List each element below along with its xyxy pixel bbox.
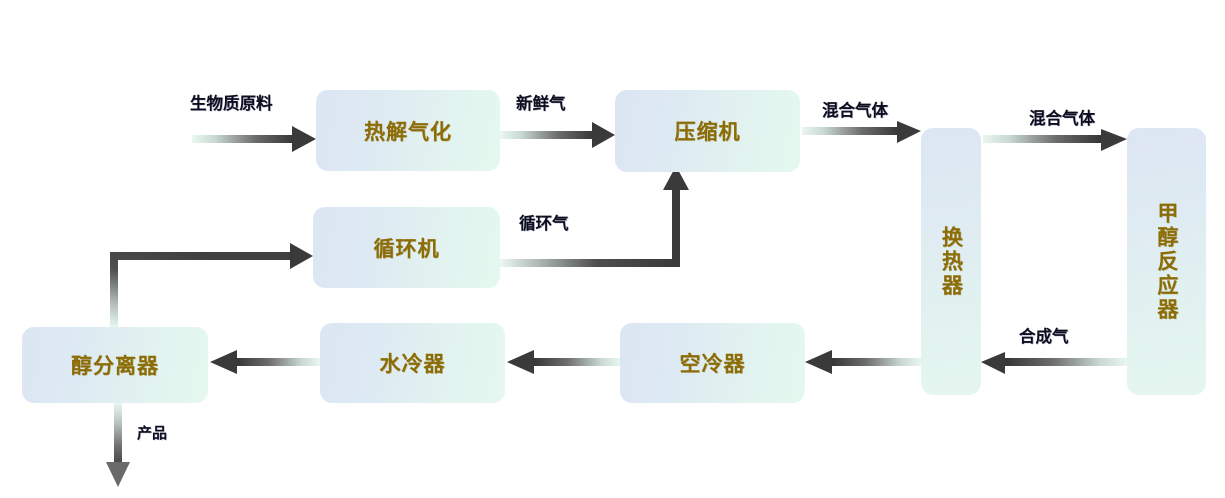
unit-heat-exchanger[interactable]: 换热器 <box>921 128 981 395</box>
stream-label-recycle-gas: 循环气 <box>519 214 569 233</box>
arrow-biomass-feed <box>192 126 316 152</box>
unit-label-pyrolysis-gasification: 热解气化 <box>364 119 452 144</box>
unit-label-heat-exchanger: 换热器 <box>939 225 964 298</box>
unit-recycle-compressor[interactable]: 循环机 <box>313 207 500 288</box>
arrow-to-air-cooler <box>805 350 921 374</box>
unit-air-cooler[interactable]: 空冷器 <box>620 323 805 403</box>
stream-label-product: 产品 <box>137 426 168 442</box>
unit-label-alcohol-separator: 醇分离器 <box>71 354 159 378</box>
unit-label-recycle-compressor: 循环机 <box>373 236 440 261</box>
arrow-syngas <box>981 352 1127 374</box>
stream-label-mixed-gas-1: 混合气体 <box>822 101 888 120</box>
arrow-to-separator <box>210 350 320 374</box>
stream-label-biomass-feed: 生物质原料 <box>190 94 273 113</box>
unit-water-cooler[interactable]: 水冷器 <box>320 323 505 403</box>
unit-methanol-reactor[interactable]: 甲醇反应器 <box>1127 128 1206 395</box>
arrow-mixed-gas-1 <box>802 121 921 143</box>
arrow-product <box>106 403 130 487</box>
stream-label-syngas: 合成气 <box>1019 327 1069 346</box>
arrow-fresh-gas <box>500 122 615 148</box>
stream-label-fresh-gas: 新鲜气 <box>516 94 566 113</box>
arrow-recycle-to-blower <box>110 243 313 327</box>
unit-compressor[interactable]: 压缩机 <box>615 90 800 172</box>
unit-label-compressor: 压缩机 <box>674 120 741 144</box>
stream-label-mixed-gas-2: 混合气体 <box>1029 109 1095 128</box>
unit-label-air-cooler: 空冷器 <box>679 352 746 376</box>
unit-label-methanol-reactor: 甲醇反应器 <box>1154 201 1179 322</box>
unit-label-water-cooler: 水冷器 <box>379 352 446 376</box>
unit-pyrolysis-gasification[interactable]: 热解气化 <box>316 90 500 171</box>
unit-alcohol-separator[interactable]: 醇分离器 <box>22 327 208 403</box>
arrow-mixed-gas-2 <box>983 129 1127 151</box>
arrow-to-water-cooler <box>507 350 620 374</box>
